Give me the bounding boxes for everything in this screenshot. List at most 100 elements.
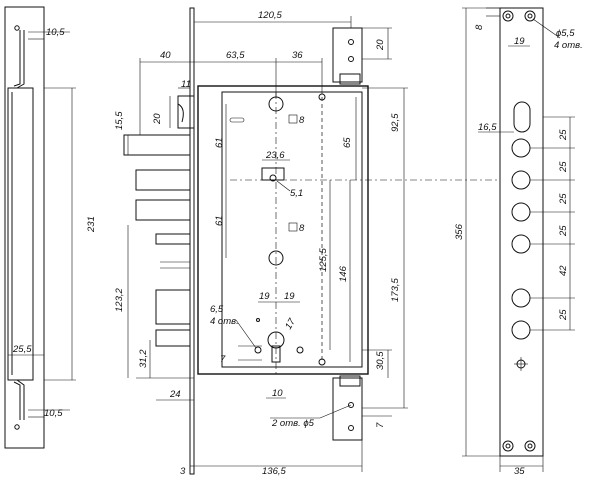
mounting-lug-tab: [339, 375, 361, 387]
dimension-23-6: 23,6: [265, 150, 285, 161]
square-8-top: [288, 114, 298, 124]
dimension-356: 356: [454, 223, 465, 240]
front-mounting-hole-inner: [505, 13, 511, 19]
front-mounting-hole-inner: [505, 443, 511, 449]
dimension-61-top: 61: [214, 137, 225, 148]
strike-tab-bottom: [16, 379, 25, 420]
lug-hole: [348, 39, 354, 45]
fixing-hole: [296, 346, 304, 354]
dimension-42: 42: [558, 265, 569, 276]
dimension-20-slot: 20: [152, 113, 163, 125]
strike-plate-view: 10,5 231 25,5 10,5: [4, 6, 97, 449]
dimension-123-2: 123,2: [114, 288, 125, 312]
dimension-35: 35: [514, 466, 525, 477]
latch-slot-front: [513, 101, 531, 133]
dimension-16-5: 16,5: [478, 122, 497, 133]
dimension-25-e: 25: [558, 309, 569, 321]
dimension-146: 146: [338, 265, 349, 282]
dimension-24: 24: [169, 389, 181, 400]
front-mounting-hole-inner: [527, 13, 533, 19]
dimension-6-5: 6,5: [210, 304, 224, 315]
leader: [235, 319, 257, 349]
mounting-hole: [14, 25, 20, 31]
mounting-hole: [14, 424, 20, 430]
dimension-61-bottom: 61: [214, 215, 225, 226]
front-mounting-hole: [502, 440, 514, 452]
bolt: [155, 233, 191, 245]
leader: [276, 180, 291, 192]
dimension-36: 36: [292, 50, 303, 61]
leader: [532, 18, 561, 39]
dimension-20-plate: 20: [375, 39, 386, 51]
bolt: [135, 199, 191, 221]
bolt: [123, 134, 191, 156]
front-mounting-hole-inner: [527, 443, 533, 449]
lock-case: [197, 85, 369, 375]
faceplate-front-view: 25 25 25 25 42 25 16,5 8 19 ϕ5,5 4 отв. …: [454, 7, 583, 477]
dimension-8-bottom: 8: [299, 223, 305, 234]
bolt-hole-front: [511, 234, 531, 254]
dimension-5-1: 5,1: [290, 188, 303, 199]
dimension-7-right: 7: [375, 422, 386, 428]
dimension-15-5: 15,5: [114, 111, 125, 130]
dimension-8-top: 8: [299, 115, 305, 126]
dimension-125-5: 125,5: [318, 248, 329, 272]
dimension-19-right: 19: [284, 291, 295, 302]
dimension-5-5: ϕ5,5: [556, 28, 575, 39]
lug-hole: [348, 402, 354, 408]
lug-hole: [348, 56, 354, 62]
dimension-4-holes-front: 4 отв.: [554, 40, 583, 51]
dimension-173-5: 173,5: [390, 278, 401, 302]
dimension-17: 17: [283, 316, 298, 331]
dimension-10-key: 10: [272, 388, 283, 399]
dimension-30-5: 30,5: [375, 351, 386, 370]
dimension-10-5-top: 10,5: [46, 27, 65, 38]
fixing-hole: [256, 318, 260, 322]
dimension-8-front: 8: [474, 24, 485, 30]
strike-tab-top: [16, 30, 25, 89]
cam-block: [261, 167, 285, 181]
strike-tab-top: [13, 30, 21, 87]
bolt-hole-front: [511, 320, 531, 340]
bolt: [155, 289, 191, 325]
strike-box: [7, 87, 34, 381]
bolt-hole-front: [511, 288, 531, 308]
dimension-19-left: 19: [259, 291, 270, 302]
strike-tab-bottom: [13, 381, 21, 420]
latch-slot: [177, 103, 184, 123]
dimension-231: 231: [86, 216, 97, 233]
dimension-25-d: 25: [558, 225, 569, 237]
dimension-65: 65: [342, 137, 353, 148]
dimension-3: 3: [180, 466, 186, 477]
dimension-19-front: 19: [514, 36, 525, 47]
front-mounting-hole: [502, 10, 514, 22]
bolt-hole-front: [511, 170, 531, 190]
dimension-11: 11: [181, 79, 191, 90]
dimension-40: 40: [160, 50, 171, 61]
square-8-bottom: [288, 222, 298, 232]
top-latch: [177, 95, 194, 129]
dimension-2-holes-5: 2 отв. ϕ5: [271, 418, 315, 429]
front-mounting-hole: [524, 440, 536, 452]
dimension-25-b: 25: [558, 161, 569, 173]
dimension-92-5: 92,5: [390, 113, 401, 132]
front-plate-outline: [499, 7, 544, 457]
inner-plate: [221, 91, 363, 368]
dimension-25-5: 25,5: [12, 344, 32, 355]
slot: [229, 117, 245, 123]
bolt: [155, 329, 191, 347]
dimension-63-5: 63,5: [226, 50, 245, 61]
lock-body-view: 8 5,1 8 120,5 40 63,5 36 11: [114, 7, 500, 477]
lug-hole: [348, 425, 354, 431]
dimension-136-5: 136,5: [262, 466, 286, 477]
fixing-hole: [254, 346, 262, 354]
dimension-25-a: 25: [558, 129, 569, 141]
mounting-lug-tab: [339, 73, 361, 85]
bolt-hole-front: [511, 138, 531, 158]
dimension-120-5: 120,5: [258, 10, 282, 21]
faceplate: [189, 7, 195, 475]
dimension-7-left: 7: [220, 354, 226, 365]
leader: [319, 404, 352, 419]
strike-plate-outline: [4, 6, 45, 449]
dimension-31-2: 31,2: [138, 349, 149, 368]
